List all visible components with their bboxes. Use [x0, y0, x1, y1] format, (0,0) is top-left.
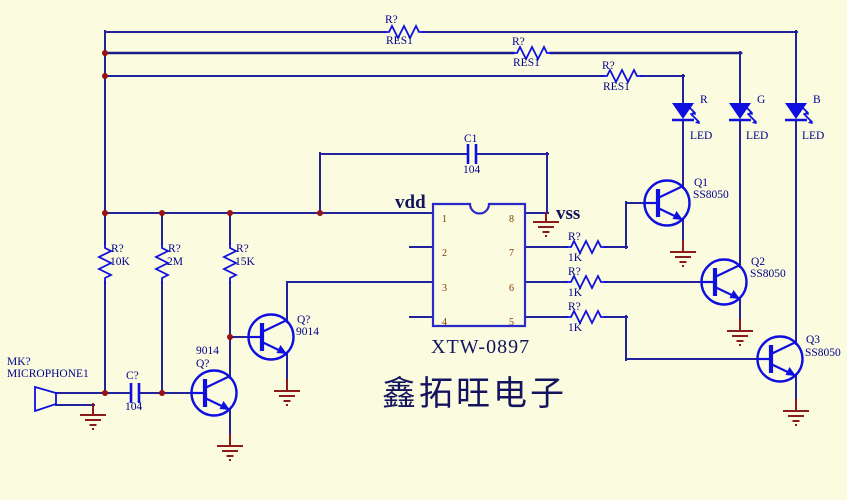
microphone-part: MICROPHONE1	[7, 368, 89, 380]
resistor-bias-10k-value: 10K	[110, 256, 130, 268]
wires	[55, 30, 798, 436]
resistor-bias-10k-designator: R?	[111, 243, 124, 255]
ic-pin-1: 1	[442, 214, 447, 225]
led-blue-icon	[785, 103, 813, 124]
resistor-bias-2m	[153, 242, 171, 284]
ground-vss	[533, 212, 559, 237]
resistor-top-3-value: RES1	[603, 81, 630, 93]
q1-part: SS8050	[693, 189, 729, 201]
resistor-base-2	[565, 273, 607, 291]
q1-designator: Q1	[694, 177, 709, 189]
capacitor-c1	[466, 144, 478, 164]
resistor-top-1	[383, 23, 425, 41]
resistor-bias-2m-value: 2M	[167, 256, 183, 268]
q3-part: SS8050	[805, 347, 841, 359]
ic-pin-8: 8	[509, 214, 514, 225]
q2-designator: Q2	[751, 256, 766, 268]
led-red-net: R	[700, 94, 708, 106]
brand-title: 鑫拓旺电子	[382, 376, 567, 413]
ground-q1	[670, 240, 696, 267]
ic-pin-2: 2	[442, 248, 447, 259]
amp-upper-designator: Q?	[297, 314, 311, 326]
capacitor-mic-value: 104	[125, 401, 143, 413]
led-blue-label: LED	[802, 130, 825, 142]
capacitor-c1-value: 104	[463, 164, 481, 176]
transistor-amp-upper	[247, 313, 295, 361]
resistor-bias-10k	[96, 242, 114, 284]
resistor-base-1-value: 1K	[568, 252, 583, 264]
amp-lower-designator: Q?	[196, 358, 210, 370]
transistor-q3	[756, 335, 804, 383]
resistor-base-1	[565, 238, 607, 256]
led-red-icon	[672, 103, 700, 124]
capacitor-mic	[129, 383, 141, 403]
ground-mic	[80, 403, 106, 430]
resistor-bias-15k	[221, 242, 239, 284]
led-green-icon	[729, 103, 757, 124]
ic-pin-7: 7	[509, 248, 514, 259]
ic-pin-3: 3	[442, 283, 447, 294]
resistor-bias-15k-designator: R?	[236, 243, 249, 255]
amp-upper-part: 9014	[296, 326, 319, 338]
microphone-designator: MK?	[7, 356, 31, 368]
ground-q2	[727, 319, 753, 346]
ic-pin-4: 4	[442, 317, 447, 328]
led-red-label: LED	[690, 130, 713, 142]
ic-pin-6: 6	[509, 283, 514, 294]
resistor-bias-2m-designator: R?	[168, 243, 181, 255]
capacitor-mic-designator: C?	[126, 370, 139, 382]
resistor-base-2-designator: R?	[568, 266, 581, 278]
led-blue-net: B	[813, 94, 821, 106]
ground-amp-lower	[217, 434, 243, 461]
vss-label: vss	[556, 203, 581, 224]
ground-amp-upper	[274, 379, 300, 406]
transistor-q2	[700, 258, 748, 306]
led-green-net: G	[757, 94, 766, 106]
ic-body	[431, 202, 527, 328]
resistor-base-2-value: 1K	[568, 287, 583, 299]
resistor-top-3	[601, 67, 643, 85]
resistor-base-3-value: 1K	[568, 322, 583, 334]
amp-lower-part: 9014	[196, 345, 219, 357]
resistor-top-1-designator: R?	[385, 14, 398, 26]
vdd-label: vdd	[395, 192, 426, 213]
resistor-base-1-designator: R?	[568, 231, 581, 243]
resistor-base-3	[565, 308, 607, 326]
microphone-icon	[34, 385, 57, 413]
ground-q3	[783, 399, 809, 426]
resistor-top-2-value: RES1	[513, 57, 540, 69]
transistor-q1	[643, 179, 691, 227]
led-green-label: LED	[746, 130, 769, 142]
resistor-top-3-designator: R?	[602, 60, 615, 72]
resistor-top-2-designator: R?	[512, 36, 525, 48]
q2-part: SS8050	[750, 268, 786, 280]
capacitor-c1-designator: C1	[464, 133, 478, 145]
junction-dots	[102, 50, 323, 396]
q3-designator: Q3	[806, 334, 821, 346]
resistor-top-1-value: RES1	[386, 35, 413, 47]
resistor-top-2	[511, 44, 553, 62]
resistor-base-3-designator: R?	[568, 301, 581, 313]
ic-pin-5: 5	[509, 317, 514, 328]
transistor-amp-lower	[190, 369, 238, 417]
ic-name: XTW-0897	[431, 336, 531, 358]
resistor-bias-15k-value: 15K	[235, 256, 255, 268]
